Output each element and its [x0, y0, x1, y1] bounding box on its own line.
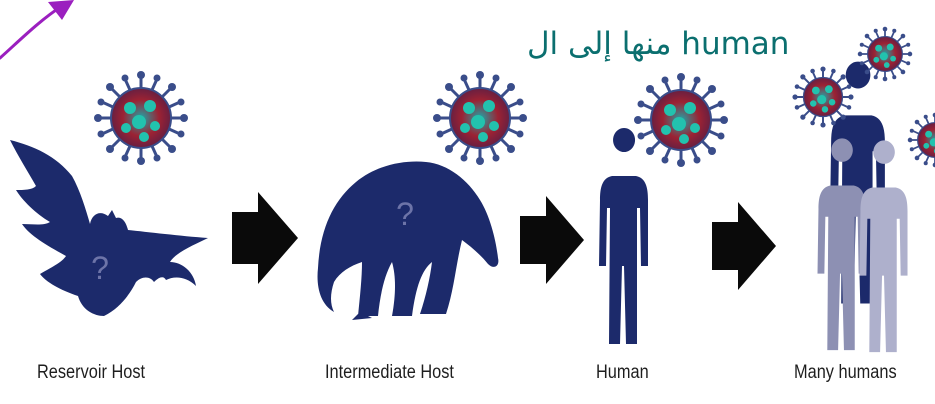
pen-arrow-icon	[0, 0, 74, 58]
caption-many-humans: Many humans	[794, 362, 897, 384]
human-icon	[599, 128, 648, 344]
bat-question-mark: ?	[91, 250, 109, 286]
virus-icon	[433, 71, 527, 165]
virus-icon	[94, 71, 188, 165]
caption-reservoir-host: Reservoir Host	[37, 362, 145, 384]
caption-human: Human	[596, 362, 649, 384]
pangolin-question-mark: ?	[396, 196, 414, 232]
flow-arrow-icon	[520, 196, 584, 284]
virus-icon	[792, 66, 853, 127]
virus-icon	[908, 113, 935, 168]
caption-intermediate-host: Intermediate Host	[325, 362, 454, 384]
bat-icon: ?	[10, 140, 208, 316]
flow-arrow-icon	[232, 192, 298, 284]
virus-icon	[858, 27, 913, 82]
pangolin-icon: ?	[318, 162, 499, 320]
handwritten-annotation: منها إلى ال human	[527, 22, 789, 66]
virus-icon	[634, 73, 728, 167]
flow-arrow-icon	[712, 202, 776, 290]
